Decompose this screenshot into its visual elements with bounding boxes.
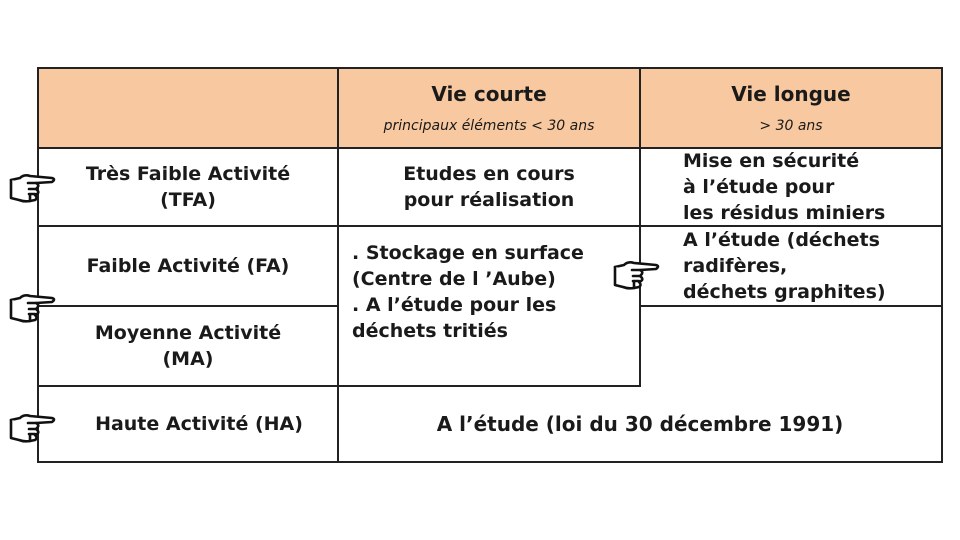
long-life-subtitle: > 30 ans bbox=[759, 118, 823, 134]
row-label-ma: Moyenne Activité (MA) bbox=[38, 306, 338, 386]
pointing-hand-icon bbox=[8, 288, 58, 326]
fa-ma-bullet-1: . Stockage en surface (Centre de l ’Aube… bbox=[352, 240, 584, 292]
header-long-life: Vie longue > 30 ans bbox=[640, 68, 942, 148]
col-divider-2 bbox=[639, 67, 641, 387]
tfa-label-line1: Très Faible Activité bbox=[85, 163, 291, 185]
fa-label: Faible Activité (FA) bbox=[86, 255, 290, 277]
fa-long-line2: radifères, bbox=[683, 255, 788, 277]
tfa-label-line2: (TFA) bbox=[160, 189, 216, 211]
row-divider-header bbox=[37, 147, 943, 149]
row-label-tfa: Très Faible Activité (TFA) bbox=[38, 148, 338, 226]
ma-label-line2: (MA) bbox=[162, 348, 214, 370]
border-left bbox=[37, 67, 39, 463]
border-top bbox=[37, 67, 943, 69]
bullet1-line2: (Centre de l ’Aube) bbox=[352, 268, 556, 290]
fa-ma-bullet-2: . A l’étude pour les déchets tritiés bbox=[352, 292, 556, 344]
header-empty-cell bbox=[38, 68, 338, 148]
col-divider-1 bbox=[337, 67, 339, 463]
row-divider-ma bbox=[37, 385, 641, 387]
row-label-ha: Haute Activité (HA) bbox=[60, 386, 338, 462]
ha-value-cell: A l’étude (loi du 30 décembre 1991) bbox=[338, 386, 942, 462]
border-right bbox=[941, 67, 943, 463]
tfa-short-line2: pour réalisation bbox=[403, 189, 575, 211]
tfa-long-line2: à l’étude pour bbox=[683, 176, 835, 198]
row-divider-tfa bbox=[37, 225, 943, 227]
fa-long-life-cell: A l’étude (déchets radifères, déchets gr… bbox=[683, 226, 938, 306]
short-life-subtitle: principaux éléments < 30 ans bbox=[383, 118, 595, 134]
header-short-life: Vie courte principaux éléments < 30 ans bbox=[338, 68, 640, 148]
border-bottom bbox=[37, 461, 943, 463]
tfa-short-line1: Etudes en cours bbox=[403, 163, 575, 185]
row-divider-fa-right bbox=[639, 305, 943, 307]
tfa-long-line1: Mise en sécurité bbox=[683, 150, 860, 172]
ha-label: Haute Activité (HA) bbox=[95, 413, 303, 435]
ma-label-line1: Moyenne Activité bbox=[94, 322, 282, 344]
tfa-long-line3: les résidus miniers bbox=[683, 202, 886, 224]
short-life-title: Vie courte bbox=[431, 82, 547, 106]
row-label-fa: Faible Activité (FA) bbox=[38, 226, 338, 306]
fa-ma-short-life-cell: . Stockage en surface (Centre de l ’Aube… bbox=[352, 228, 637, 386]
tfa-long-life-cell: Mise en sécurité à l’étude pour les rési… bbox=[683, 148, 938, 226]
pointing-hand-icon bbox=[8, 408, 58, 446]
bullet2-line2: déchets tritiés bbox=[352, 320, 508, 342]
pointing-hand-icon bbox=[8, 168, 58, 206]
bullet1-line1: . Stockage en surface bbox=[352, 242, 584, 264]
fa-long-line3: déchets graphites) bbox=[683, 281, 886, 303]
row-divider-fa-left bbox=[37, 305, 339, 307]
bullet2-line1: . A l’étude pour les bbox=[352, 294, 557, 316]
tfa-short-life-cell: Etudes en cours pour réalisation bbox=[338, 148, 640, 226]
fa-long-line1: A l’étude (déchets bbox=[683, 229, 880, 251]
pointing-hand-icon bbox=[612, 255, 662, 293]
long-life-title: Vie longue bbox=[731, 82, 851, 106]
ha-value: A l’étude (loi du 30 décembre 1991) bbox=[436, 412, 844, 436]
